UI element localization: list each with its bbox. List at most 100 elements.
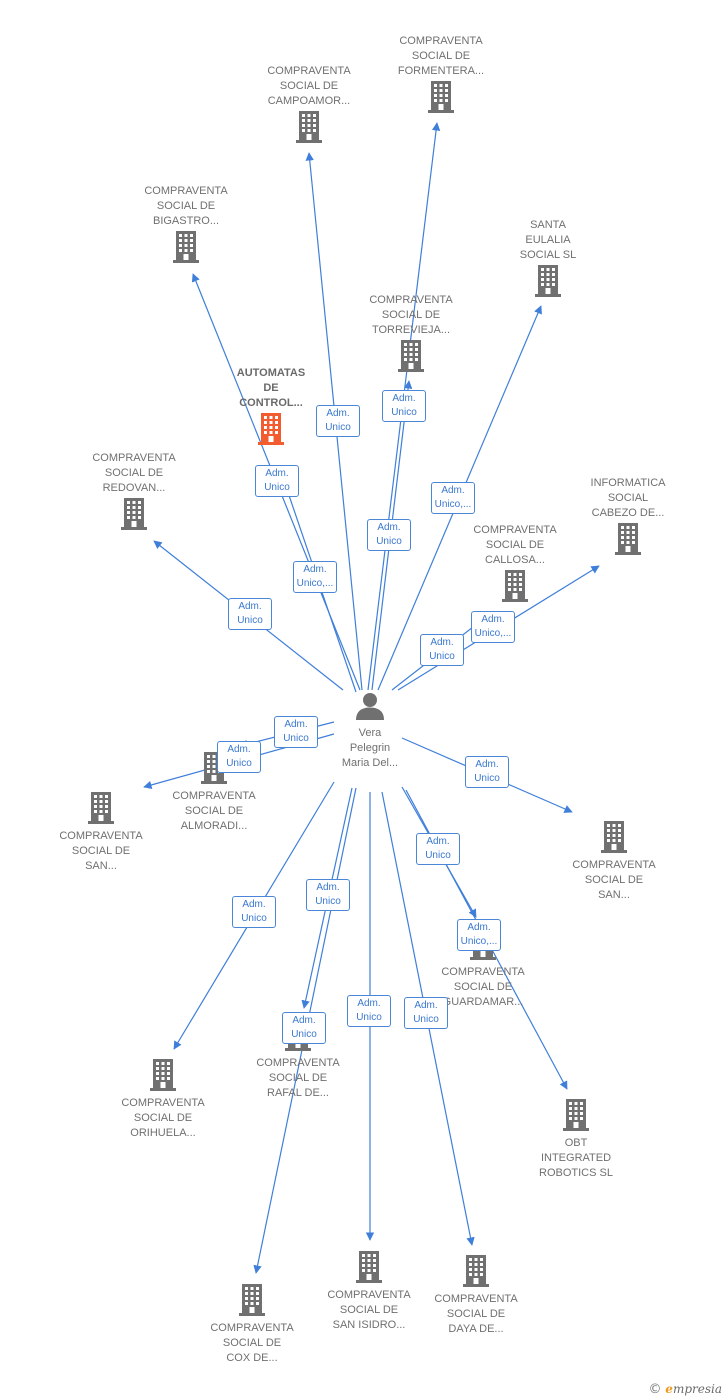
- relation-label-line: Adm.: [238, 601, 262, 612]
- relation-label-line: Unico: [283, 733, 309, 744]
- relation-label-line: Unico,...: [296, 578, 334, 589]
- node-label-line: CALLOSA...: [485, 554, 545, 566]
- relation-label-santa-eulalia[interactable]: Adm.Unico,...: [431, 482, 475, 514]
- node-label-line: COMPRAVENTA: [256, 1057, 340, 1069]
- node-label: AUTOMATAS DE CONTROL...: [216, 366, 326, 411]
- relation-label-line: Adm.: [227, 744, 251, 755]
- relation-label-obt[interactable]: Adm.Unico,...: [457, 919, 501, 951]
- node-label-line: AUTOMATAS: [236, 367, 306, 379]
- node-label-line: SOCIAL DE: [485, 539, 545, 551]
- node-label-line: FORMENTERA...: [397, 65, 485, 77]
- node-label-line: TORREVIEJA...: [371, 324, 451, 336]
- building-icon: [356, 1251, 382, 1283]
- relation-label-line: Adm.: [475, 759, 499, 770]
- relation-label-callosa[interactable]: Adm. Unico: [420, 634, 464, 666]
- building-icon: [428, 81, 454, 113]
- relation-label-line: Unico: [264, 482, 290, 493]
- relation-label-line: Unico: [376, 536, 402, 547]
- company-node-automatas[interactable]: AUTOMATAS DE CONTROL...: [216, 366, 326, 446]
- node-label-line: SOCIAL DE: [222, 1337, 282, 1349]
- node-label-line: BIGASTRO...: [152, 215, 219, 227]
- node-label-line: DE: [263, 382, 279, 394]
- relation-label-line: Unico,...: [474, 628, 512, 639]
- node-label-line: COX DE...: [226, 1352, 278, 1364]
- node-label-line: COMPRAVENTA: [369, 294, 453, 306]
- node-label-line: SOCIAL DE: [133, 1112, 193, 1124]
- relation-label-line: Unico: [429, 651, 455, 662]
- node-label-line: SAN ISIDRO...: [332, 1319, 406, 1331]
- building-icon: [463, 1255, 489, 1287]
- node-label-line: CONTROL...: [239, 397, 303, 409]
- relation-label-san-left[interactable]: Adm.Unico: [217, 741, 261, 773]
- relation-label-line: Unico,...: [460, 936, 498, 947]
- relation-label-san-right[interactable]: Adm. Unico: [465, 756, 509, 788]
- building-icon: [535, 265, 561, 297]
- relation-label-san-isidro[interactable]: Adm.Unico: [347, 995, 391, 1027]
- building-icon: [615, 523, 641, 555]
- relation-label-bigastro[interactable]: Adm.Unico,...: [293, 561, 337, 593]
- relation-label-campoamor[interactable]: Adm.Unico: [316, 405, 360, 437]
- relation-label-torrevieja[interactable]: Adm. Unico: [382, 390, 426, 422]
- relation-label-cox[interactable]: Adm.Unico: [282, 1012, 326, 1044]
- relation-label-rafal[interactable]: Adm.Unico: [306, 879, 350, 911]
- relation-label-daya[interactable]: Adm.Unico: [404, 997, 448, 1029]
- relation-label-line: Unico: [391, 407, 417, 418]
- node-label-line: COMPRAVENTA: [59, 830, 143, 842]
- brand-initial: e: [665, 1382, 673, 1396]
- relation-label-line: Unico: [325, 422, 351, 433]
- relation-label-line: Adm.: [392, 393, 416, 404]
- node-label-line: SOCIAL DE: [584, 874, 644, 886]
- relation-label-automatas[interactable]: Adm. Unico: [255, 465, 299, 497]
- node-label-line: SOCIAL: [607, 492, 649, 504]
- relation-label-informatica[interactable]: Adm.Unico,...: [471, 611, 515, 643]
- node-label-line: Pelegrin: [349, 742, 391, 754]
- relation-label-line: Adm.: [430, 637, 454, 648]
- node-label-line: ALMORADI...: [180, 820, 248, 832]
- relation-label-line: Unico: [474, 773, 500, 784]
- node-label-line: REDOVAN...: [102, 482, 166, 494]
- relation-label-redovan[interactable]: Adm.Unico: [228, 598, 272, 630]
- node-label-line: SOCIAL DE: [453, 981, 513, 993]
- relation-label-almoradi[interactable]: Adm.Unico: [274, 716, 318, 748]
- relation-label-guardamar[interactable]: Adm.Unico: [416, 833, 460, 865]
- relation-label-line: Adm.: [265, 468, 289, 479]
- node-label-line: COMPRAVENTA: [121, 1097, 205, 1109]
- node-label-line: COMPRAVENTA: [572, 859, 656, 871]
- node-label-line: COMPRAVENTA: [210, 1322, 294, 1334]
- relation-label-line: Adm.: [426, 836, 450, 847]
- relation-label-orihuela[interactable]: Adm.Unico: [232, 896, 276, 928]
- company-node-cox[interactable]: COMPRAVENTA SOCIAL DE COX DE...: [197, 1283, 307, 1366]
- person-icon: [356, 693, 384, 720]
- relation-label-line: Unico: [241, 913, 267, 924]
- relation-label-formentera[interactable]: Adm. Unico: [367, 519, 411, 551]
- relation-label-line: Adm.: [377, 522, 401, 533]
- node-label-line: COMPRAVENTA: [327, 1289, 411, 1301]
- node-label-line: SOCIAL SL: [519, 249, 577, 261]
- building-icon: [88, 792, 114, 824]
